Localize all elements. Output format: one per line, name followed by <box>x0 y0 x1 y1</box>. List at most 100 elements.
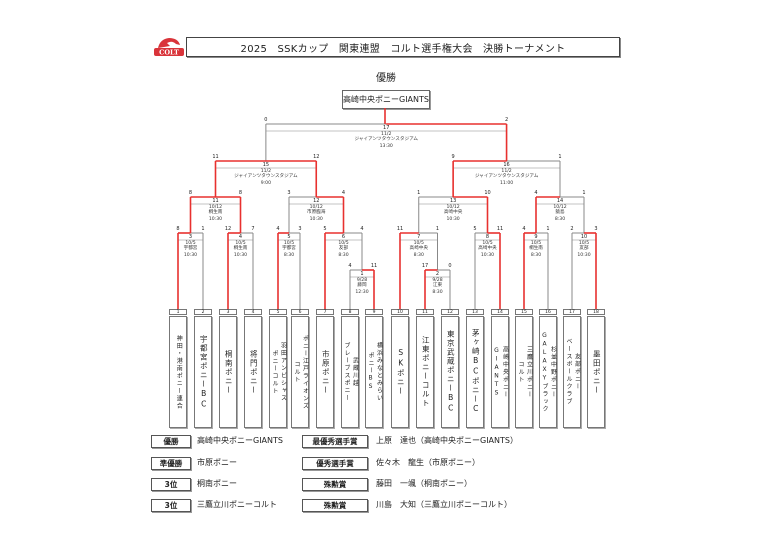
score-right: 3 <box>298 226 302 232</box>
match-number: 2 <box>435 270 440 277</box>
match-date: 9/28 <box>432 278 443 283</box>
result-label: 3位 <box>151 499 191 512</box>
team-name: 横浜みなとみらいポニーBS <box>366 320 383 424</box>
team-name-line: 将門ポニー <box>249 349 259 395</box>
match-time: 8:30 <box>432 290 443 296</box>
match-number: 5 <box>287 233 291 240</box>
match-venue: 桐生南 <box>208 210 223 216</box>
match-date: 10/5 <box>283 241 295 246</box>
match-venue: ジャイアンツタウンスタジアム <box>474 174 539 180</box>
award-label: 殊勲賞 <box>302 499 368 512</box>
award-player: 佐々木 龍生（市原ポニー） <box>376 458 480 467</box>
team-box: 羽田アンビシャスポニーコルト <box>269 316 287 428</box>
score-left: 3 <box>287 190 291 196</box>
team-name-line: 三鷹立川ポニー <box>525 345 533 399</box>
team-number: 12 <box>441 309 459 315</box>
score-left: 4 <box>276 226 280 232</box>
match-time: 8:30 <box>413 253 424 259</box>
team-name-line: 友部ポニー <box>573 353 581 391</box>
team-name: 武蔵川越ブレーブスポニー <box>342 320 359 424</box>
team-box: 東京武蔵ポニーBC <box>441 316 459 428</box>
match-date: 10/5 <box>482 241 493 246</box>
match-date: 11/2 <box>501 169 512 174</box>
team-number: 18 <box>587 309 605 315</box>
match-number: 15 <box>262 161 270 168</box>
team-name-line: ポニーBS <box>367 352 374 392</box>
team-number: 14 <box>491 309 509 315</box>
team-name-line: ポニーコルト <box>271 349 278 395</box>
score-right: 1 <box>546 226 550 232</box>
team-name-line: 杉並中野ポニー <box>549 345 557 399</box>
team-name: 羽田アンビシャスポニーコルト <box>270 320 287 424</box>
match-venue: 高崎中央 <box>409 246 428 252</box>
team-name: 東京武蔵ポニーBC <box>446 320 455 424</box>
team-number: 7 <box>316 309 334 315</box>
team-name-line: ポニー江戸ライオンズ <box>301 334 309 410</box>
team-box: 神田・港南ポニー連合 <box>169 316 187 428</box>
result-label: 3位 <box>151 478 191 491</box>
match-number: 7 <box>417 233 421 240</box>
score-left: 5 <box>473 226 477 232</box>
team-name-line: SKポニー <box>396 348 406 396</box>
score-left: 1 <box>417 190 421 196</box>
team-box: 市原ポニー <box>316 316 334 428</box>
team-name-line: 横浜みなとみらい <box>375 342 383 402</box>
team-name: 将門ポニー <box>249 320 258 424</box>
champion-team: 高崎中央ポニーGIANTS <box>343 95 429 104</box>
score-right: 7 <box>251 226 255 232</box>
match-time: 10:30 <box>208 217 223 223</box>
match-date: 10/12 <box>553 205 567 210</box>
team-box: 宇都宮ポニーBC <box>194 316 212 428</box>
team-box: 江東ポニーコルト <box>416 316 434 428</box>
score-right: 1 <box>435 226 440 232</box>
team-box: 武蔵川越ブレーブスポニー <box>341 316 359 428</box>
team-box: 将門ポニー <box>244 316 262 428</box>
match-venue: ジャイアンツタウンスタジアム <box>234 174 298 180</box>
match-number: 10 <box>580 233 588 240</box>
match-number: 1 <box>360 270 364 277</box>
team-box: 三鷹立川ポニーコルト <box>515 316 533 428</box>
team-name-line: 市原ポニー <box>321 349 331 395</box>
match-date: 10/12 <box>309 205 323 210</box>
score-left: 4 <box>522 226 526 232</box>
team-number: 13 <box>466 309 484 315</box>
score-right: 1 <box>558 154 562 160</box>
match-venue: 市原臨海 <box>307 210 326 216</box>
team-number: 6 <box>291 309 309 315</box>
match-time: 10:30 <box>446 217 460 223</box>
score-left: 5 <box>323 226 327 232</box>
team-name: 三鷹立川ポニーコルト <box>516 320 533 424</box>
score-left: 4 <box>534 190 538 196</box>
award-label: 優秀選手賞 <box>302 457 368 470</box>
team-box: 茅ヶ崎BCポニーC <box>466 316 484 428</box>
match-date: 10/5 <box>413 241 424 246</box>
team-number: 9 <box>365 309 383 315</box>
result-team: 高崎中央ポニーGIANTS <box>197 436 283 445</box>
match-venue: 桐生南 <box>529 246 543 252</box>
match-venue: 猿島 <box>555 210 565 216</box>
team-name: 友部ポニーベースボールクラブ <box>564 320 581 424</box>
team-name-line: ブレーブスポニー <box>343 342 350 402</box>
score-right: 4 <box>341 190 346 196</box>
match-venue: ジャイアンツタウンスタジアム <box>354 137 418 143</box>
match-time: 10:30 <box>233 253 248 259</box>
score-left: 0 <box>264 117 268 123</box>
match-venue: 宇都宮 <box>183 246 198 252</box>
result-label: 優勝 <box>151 435 191 448</box>
champion-box: 高崎中央ポニーGIANTS <box>342 90 430 109</box>
team-name-line: 茅ヶ崎BCポニーC <box>471 329 481 415</box>
match-time: 13:30 <box>379 144 393 150</box>
team-name: 宇都宮ポニーBC <box>199 320 208 424</box>
match-date: 10/12 <box>446 205 460 210</box>
result-team: 市原ポニー <box>197 458 237 467</box>
